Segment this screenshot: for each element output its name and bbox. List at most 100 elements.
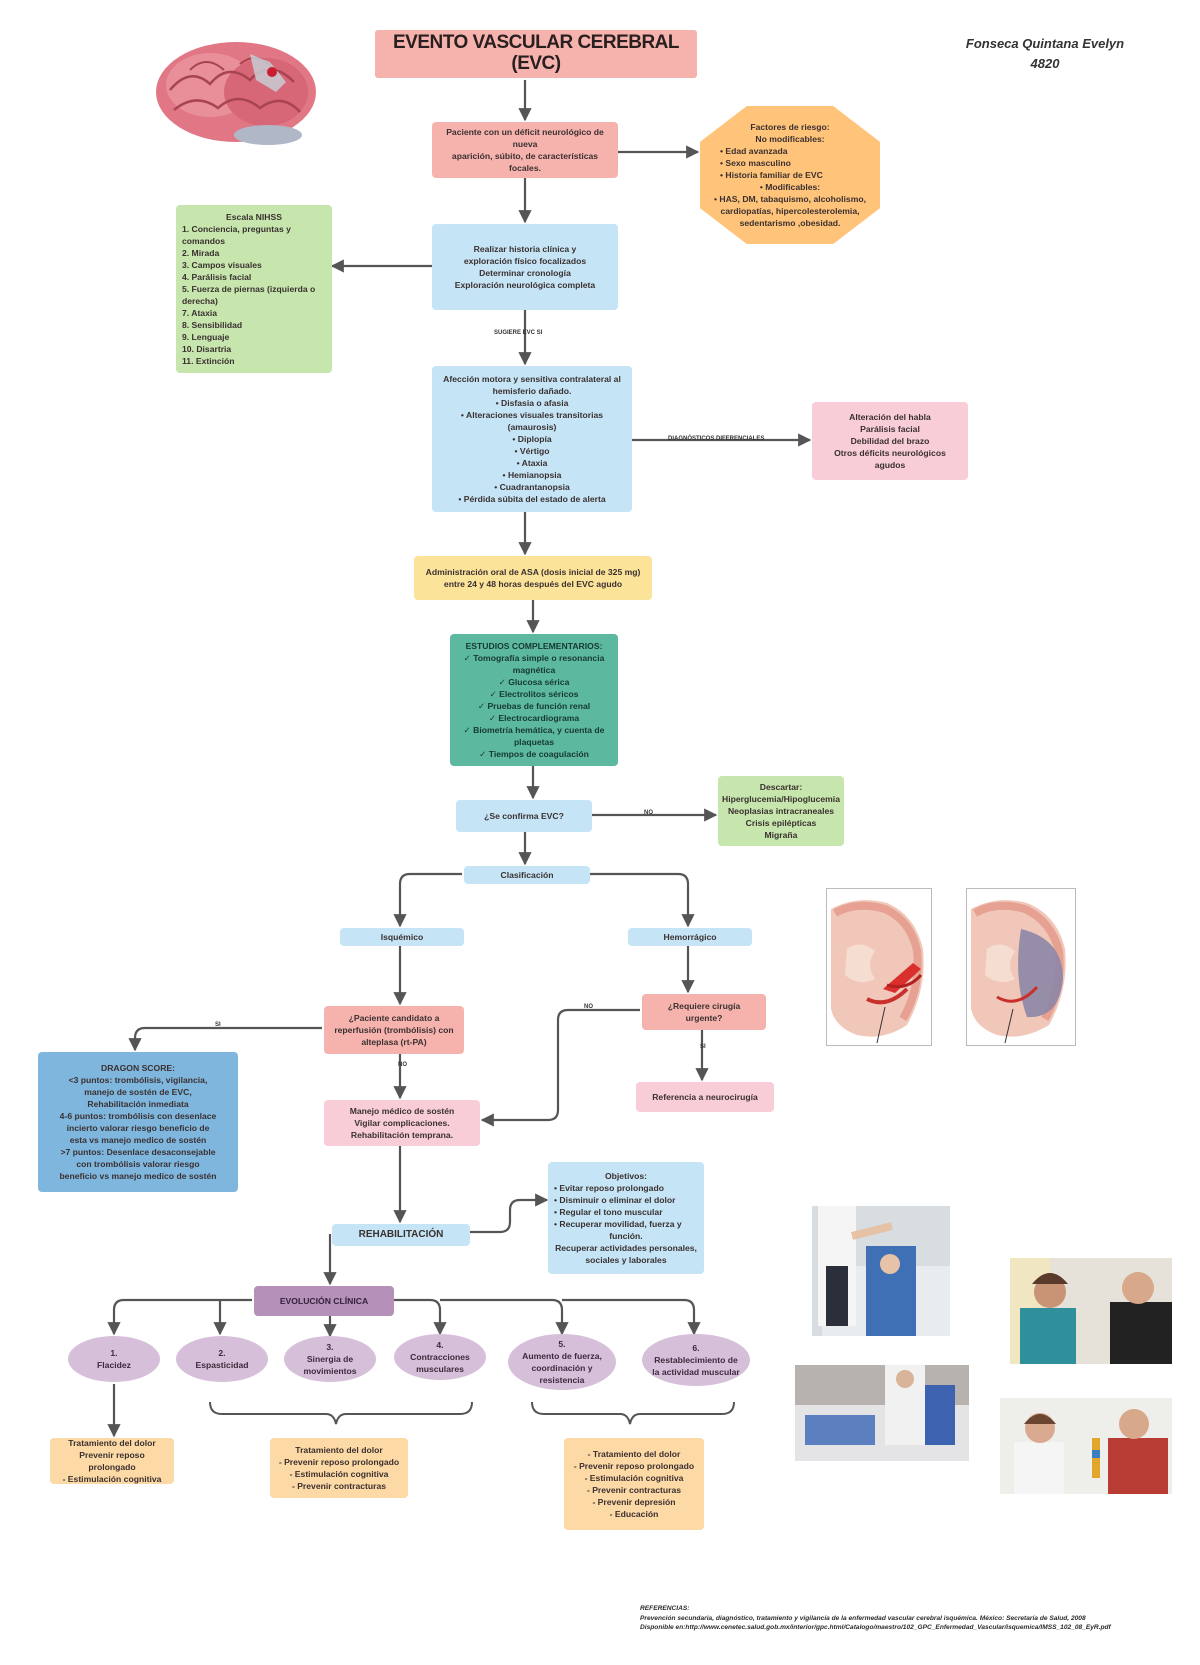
descartar-line: Crisis epilépticas [745, 818, 817, 829]
treatment-stages-5-6: - Tratamiento del dolor - Prevenir repos… [564, 1438, 704, 1530]
estudios-line: ESTUDIOS COMPLEMENTARIOS: [465, 640, 603, 651]
sintomas-line: Afección motora y sensitiva contralatera… [443, 373, 621, 384]
objetivos-line: función. [609, 1231, 643, 1242]
dragon-line: manejo de sostén de EVC, [84, 1086, 192, 1097]
objetivos-line: • Regular el tono muscular [554, 1206, 663, 1217]
asa-line: Administración oral de ASA (dosis inicia… [425, 566, 641, 577]
hemorragico-text: Hemorrágico [663, 931, 717, 942]
treatment-line: - Tratamiento del dolor [587, 1448, 681, 1459]
nihss-line: 3. Campos visuales [182, 259, 262, 270]
nihss-line: 11. Extinción [182, 356, 235, 367]
node-paciente-line: Paciente con un déficit neurológico de n… [446, 126, 604, 149]
stage-6-restablecimiento: 6. Restablecimiento de la actividad musc… [642, 1334, 750, 1386]
title-line-2: (EVC) [511, 53, 561, 74]
brace-stages-5-6 [531, 1401, 735, 1425]
objetivos-line: Recuperar actividades personales, [555, 1243, 697, 1254]
stage-5-aumento-fuerza: 5. Aumento de fuerza, coordinación y res… [508, 1334, 616, 1390]
sintomas-line: • Hemianopsia [502, 470, 562, 481]
descartar-line: Hiperglucemia/Hipoglucemia [722, 793, 840, 804]
edge-clasificacion-hemorragico [590, 872, 695, 928]
stage-label: la actividad muscular [652, 1367, 740, 1378]
estudios-line: ✓ Tomografía simple o resonancia [463, 652, 605, 663]
brace-stages-2-4 [209, 1401, 473, 1425]
factores-line: sedentarismo ,obesidad. [739, 218, 841, 229]
stage-num: 2. [218, 1347, 226, 1358]
treatment-line: - Prevenir reposo prolongado [573, 1460, 695, 1471]
factores-line: • HAS, DM, tabaquismo, alcoholismo, [714, 194, 866, 205]
treatment-line: Prevenir reposo prolongado [79, 1449, 145, 1472]
rehab-photo-4 [1000, 1398, 1172, 1494]
node-cirugia-urgente: ¿Requiere cirugía urgente? [642, 994, 766, 1030]
trombolisis-line: alteplasa (rt-PA) [361, 1037, 427, 1048]
stage-label: movimientos [303, 1366, 357, 1377]
stage-num: 3. [326, 1341, 334, 1352]
descartar-line: Descartar: [759, 781, 803, 792]
brain-ischemic-illustration [826, 888, 932, 1046]
estudios-line: ✓ Electrolitos séricos [489, 688, 579, 699]
nihss-line: 5. Fuerza de piernas (izquierda o [182, 283, 316, 294]
evolucion-text: EVOLUCIÓN CLÍNICA [279, 1295, 369, 1306]
estudios-line: ✓ Glucosa sérica [498, 676, 570, 687]
stage-label: Contracciones [410, 1351, 470, 1362]
estudios-line: ✓ Tiempos de coagulación [479, 749, 589, 760]
diferencial-line: Otros déficits neurológicos agudos [834, 448, 946, 471]
title-box: EVENTO VASCULAR CEREBRAL (EVC) [375, 30, 697, 78]
descartar-line: Migraña [764, 830, 798, 841]
asa-line: entre 24 y 48 horas después del EVC agud… [443, 579, 623, 589]
objetivos-line: • Recuperar movilidad, fuerza y [554, 1219, 682, 1229]
nihss-line: 4. Parálisis facial [182, 271, 252, 282]
brain-illustration [150, 30, 322, 150]
edge-label-diferenciales: DIAGNÓSTICOS DIFERENCIALES [668, 436, 765, 442]
estudios-line: magnética [512, 664, 556, 675]
isquemico-text: Isquémico [380, 931, 424, 942]
sintomas-line: • Cuadrantanopsia [494, 482, 570, 493]
dragon-line: esta vs manejo medico de sostén [69, 1135, 207, 1146]
edge-label-sugiere: SUGIERE EVC SI [494, 330, 543, 336]
factores-line: • Edad avanzada [720, 145, 788, 156]
sintomas-line: • Ataxia [516, 458, 548, 469]
descartar-line: Neoplasias intracraneales [727, 805, 835, 816]
edge-rehab-objetivos [470, 1193, 549, 1234]
stage-2-espasticidad: 2. Espasticidad [176, 1336, 268, 1382]
estudios-line: ✓ Pruebas de función renal [477, 701, 591, 711]
sintomas-line: • Diplopía [512, 433, 552, 444]
node-descartar: Descartar: Hiperglucemia/Hipoglucemia Ne… [718, 776, 844, 846]
references-heading: REFERENCIAS: [640, 1605, 690, 1612]
factores-line: No modificables: [755, 133, 825, 144]
objetivos-line: sociales y laborales [585, 1255, 667, 1266]
edge-evol-s5 [440, 1298, 569, 1336]
sintomas-line: • Pérdida súbita del estado de alerta [458, 494, 606, 505]
references-line-1: Prevención secundaria, diagnóstico, trat… [640, 1614, 1086, 1622]
trombolisis-line: ¿Paciente candidato a [348, 1012, 440, 1023]
edge-label-no-trombolisis: NO [398, 1062, 407, 1068]
nihss-line: 10. Disartria [182, 344, 232, 355]
manejo-line: Vigilar complicaciones. [354, 1117, 450, 1128]
factores-line: Factores de riesgo: [750, 121, 830, 132]
title-line-1: EVENTO VASCULAR CEREBRAL [392, 32, 680, 54]
author-id: 4820 [1030, 55, 1060, 71]
nihss-line: derecha) [182, 296, 218, 307]
treatment-stage-1: Tratamiento del dolor Prevenir reposo pr… [50, 1438, 174, 1484]
references-line-2: Disponible en:http://www.cenetec.salud.g… [640, 1624, 1111, 1632]
sintomas-line: hemisferio dañado. [492, 385, 572, 396]
stage-label: coordinación y [531, 1363, 593, 1373]
factores-line: • Historia familiar de EVC [720, 169, 823, 180]
objetivos-line: • Evitar reposo prolongado [554, 1182, 664, 1193]
node-diagnostico-diferencial: Alteración del habla Parálisis facial De… [812, 402, 968, 480]
estudios-line: plaquetas [513, 737, 555, 748]
historia-line: Realizar historia clínica y [473, 243, 577, 254]
factores-line: • Modificables: [759, 182, 821, 193]
treatment-line: Tratamiento del dolor [68, 1437, 156, 1448]
node-estudios-complementarios: ESTUDIOS COMPLEMENTARIOS: ✓ Tomografía s… [450, 634, 618, 766]
node-factores-riesgo: Factores de riesgo: No modificables: • E… [700, 106, 880, 244]
estudios-line: ✓ Biometría hemática, y cuenta de [463, 725, 605, 736]
dragon-line: 4-6 puntos: trombólisis con desenlace [59, 1110, 217, 1121]
dragon-line: >7 puntos: Desenlace desaconsejable [60, 1147, 216, 1158]
edge-cirugia-manejo [480, 1008, 640, 1127]
objetivos-line: Objetivos: [604, 1170, 648, 1181]
author-block: Fonseca Quintana Evelyn 4820 [945, 34, 1145, 73]
stage-label: musculares [416, 1364, 464, 1375]
node-evolucion-clinica: EVOLUCIÓN CLÍNICA [254, 1286, 394, 1316]
stage-label: Aumento de fuerza, [522, 1350, 602, 1361]
